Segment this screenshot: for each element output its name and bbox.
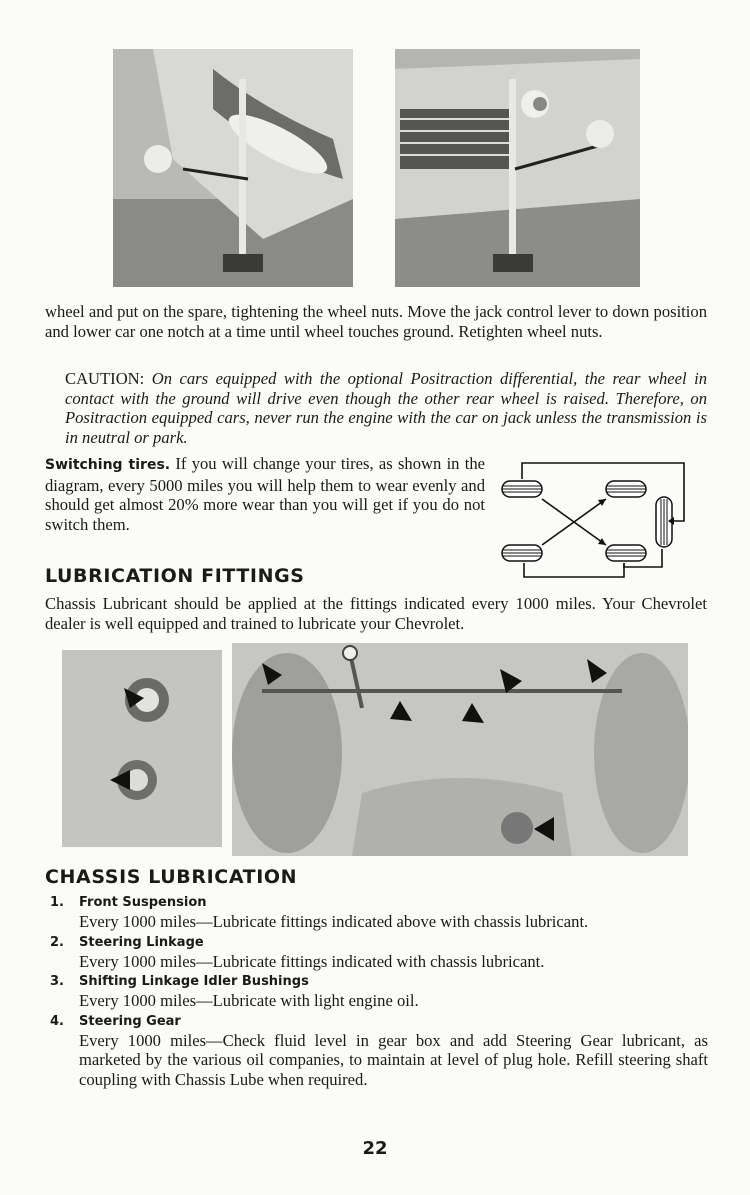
lubrication-fittings-heading: LUBRICATION FITTINGS bbox=[45, 565, 305, 587]
tire-rotation-diagram bbox=[501, 462, 685, 578]
item-title: Shifting Linkage Idler Bushings bbox=[79, 974, 309, 990]
fitting-closeup-photo bbox=[62, 650, 222, 847]
list-item: 3. Shifting Linkage Idler Bushings Every… bbox=[50, 973, 708, 1011]
list-item: 2. Steering Linkage Every 1000 miles—Lub… bbox=[50, 934, 708, 972]
list-item: 1. Front Suspension Every 1000 miles—Lub… bbox=[50, 894, 708, 932]
list-item: 4. Steering Gear Every 1000 miles—Check … bbox=[50, 1013, 708, 1090]
item-title: Front Suspension bbox=[79, 895, 207, 910]
item-number: 2. bbox=[50, 934, 64, 950]
page-number: 22 bbox=[362, 1138, 388, 1159]
lubrication-fittings-paragraph: Chassis Lubricant should be applied at t… bbox=[45, 594, 707, 633]
item-description: Every 1000 miles—Lubricate fittings indi… bbox=[79, 951, 545, 971]
item-description: Every 1000 miles—Lubricate fittings indi… bbox=[79, 912, 589, 931]
switching-tires-text: If you will change your tires, as shown … bbox=[45, 454, 486, 534]
chassis-lubrication-heading: CHASSIS LUBRICATION bbox=[45, 866, 298, 888]
switching-tires-paragraph: Switching tires. If you will change your… bbox=[45, 454, 485, 534]
item-description: Every 1000 miles—Lubricate with light en… bbox=[79, 991, 419, 1011]
switching-tires-lead: Switching tires. bbox=[45, 457, 171, 473]
front-suspension-photo bbox=[232, 643, 688, 856]
caution-text: On cars equipped with the optional Posit… bbox=[65, 369, 707, 447]
jack-instructions-paragraph: wheel and put on the spare, tightening t… bbox=[45, 302, 707, 341]
chassis-lubrication-list: 1. Front Suspension Every 1000 miles—Lub… bbox=[50, 894, 708, 1092]
caution-paragraph: CAUTION: On cars equipped with the optio… bbox=[45, 369, 707, 447]
item-number: 4. bbox=[50, 1013, 64, 1029]
item-number: 3. bbox=[50, 974, 64, 990]
item-description: Every 1000 miles—Check fluid level in ge… bbox=[79, 1030, 708, 1089]
caution-label: CAUTION: bbox=[65, 369, 145, 388]
item-number: 1. bbox=[50, 895, 64, 910]
item-title: Steering Gear bbox=[79, 1013, 181, 1029]
front-jack-photo bbox=[395, 49, 640, 287]
rear-jack-photo bbox=[113, 49, 353, 287]
item-title: Steering Linkage bbox=[79, 934, 204, 950]
